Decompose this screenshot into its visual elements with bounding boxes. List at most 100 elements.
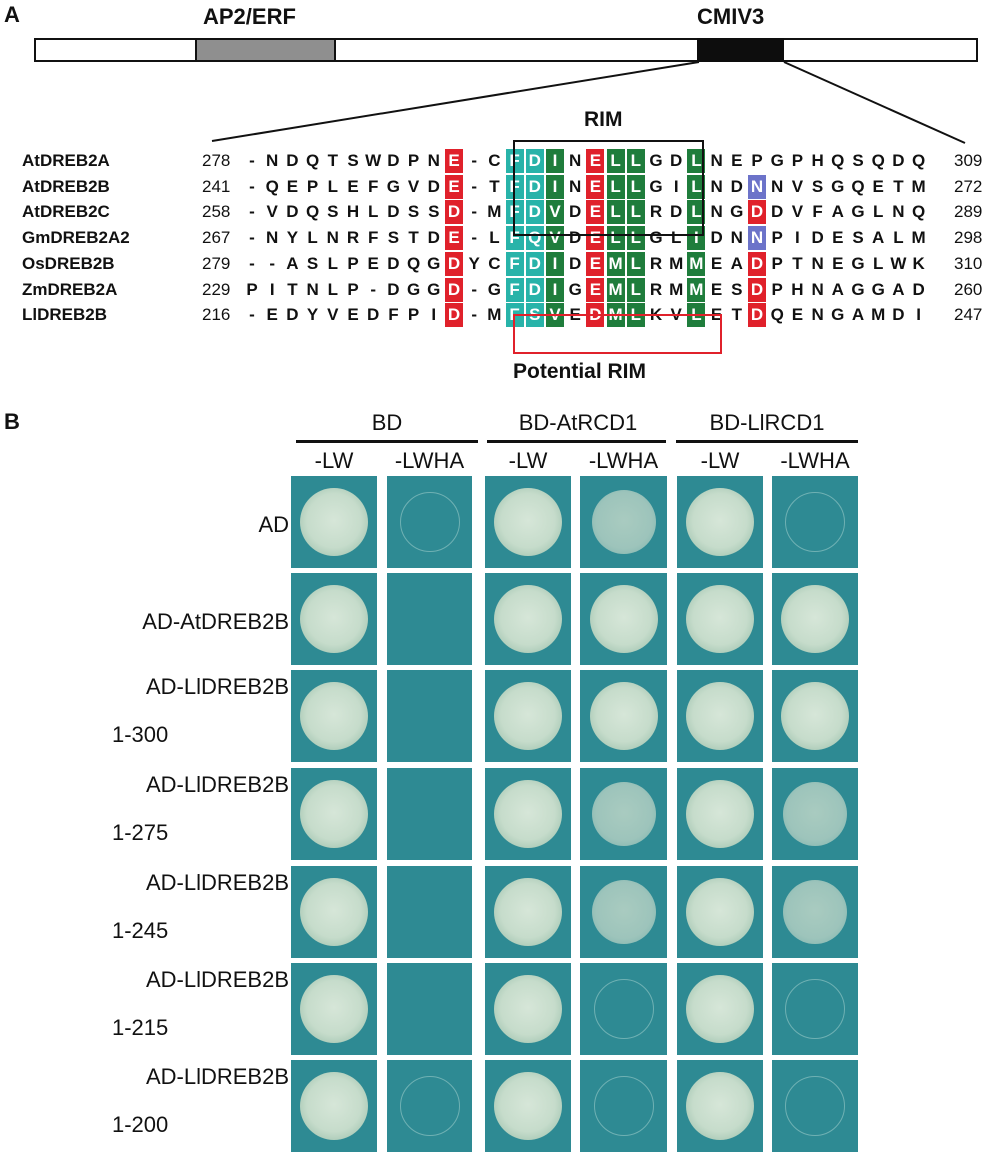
residue: L (893, 228, 904, 248)
yeast-colony (785, 1076, 845, 1136)
residue: G (406, 279, 421, 299)
residue: - (249, 151, 255, 170)
residue: D (445, 303, 463, 328)
sequence-end-position: 272 (954, 176, 983, 196)
residue: - (471, 151, 478, 170)
residue: P (407, 305, 420, 325)
residue: V (546, 226, 564, 251)
colony-plate (291, 768, 377, 860)
yeast-colony (783, 880, 847, 944)
colony-plate (580, 866, 667, 958)
residue: P (347, 253, 359, 273)
yeast-colony (494, 878, 562, 946)
zoom-line-right (783, 61, 966, 144)
residue: G (487, 279, 501, 299)
yeast-colony (399, 1076, 460, 1136)
residue: E (367, 253, 379, 273)
yeast-colony (494, 1072, 562, 1140)
yeast-colony (686, 682, 754, 750)
residue: - (249, 253, 255, 273)
residue: F (505, 226, 524, 251)
colony-plate (387, 963, 472, 1055)
colony-plate (677, 1060, 763, 1152)
residue: E (791, 305, 804, 325)
residue: N (427, 151, 440, 170)
group-line-bd (296, 440, 478, 443)
residue: S (407, 202, 420, 222)
residue: N (710, 202, 723, 222)
residue: D (748, 303, 766, 328)
potential-rim-box (513, 314, 722, 354)
residue: I (795, 228, 800, 248)
residue: D (286, 202, 299, 222)
residue: P (347, 279, 359, 299)
colony-plate (485, 670, 571, 762)
residue: - (249, 176, 255, 196)
yeast-colony (494, 780, 562, 848)
row-sublabel: 1-245 (112, 918, 169, 943)
colony-plate (677, 768, 763, 860)
residue: L (626, 251, 645, 276)
residue: I (546, 174, 564, 199)
residue: - (370, 279, 377, 299)
sequence-start-position: 278 (202, 151, 231, 170)
sequence-end-position: 247 (954, 305, 983, 325)
residue: N (710, 176, 723, 196)
colony-plate (387, 866, 472, 958)
residue: P (306, 176, 319, 196)
residue: R (346, 228, 360, 248)
colony-plate (677, 866, 763, 958)
colony-plate (580, 476, 667, 568)
residue: G (427, 253, 441, 273)
colony-plate (772, 670, 858, 762)
residue: A (730, 253, 743, 273)
residue: Q (851, 176, 865, 196)
residue: L (670, 228, 682, 248)
colony-plate (772, 963, 858, 1055)
colony-plate (291, 670, 377, 762)
residue: S (327, 202, 339, 222)
residue: E (347, 305, 359, 325)
residue: D (748, 251, 766, 276)
row-label: AD (258, 512, 289, 537)
yeast-colony (783, 782, 847, 846)
residue: P (751, 151, 763, 170)
yeast-colony (785, 492, 845, 552)
residue: T (731, 305, 742, 325)
residue: F (367, 228, 379, 248)
residue: L (626, 174, 645, 199)
residue: - (471, 202, 478, 222)
residue: E (347, 176, 359, 196)
residue: Q (265, 176, 279, 196)
residue: D (387, 253, 400, 273)
yeast-colony (494, 975, 562, 1043)
residue: G (871, 279, 885, 299)
yeast-colony (589, 682, 658, 750)
residue: V (407, 176, 420, 196)
residue: D (730, 176, 743, 196)
rim-label: RIM (584, 108, 623, 131)
yeast-colony (686, 878, 754, 946)
residue: E (445, 174, 463, 199)
residue: I (546, 251, 564, 276)
residue: N (306, 279, 319, 299)
colony-plate (387, 768, 472, 860)
residue: V (791, 202, 804, 222)
residue: S (306, 253, 319, 273)
residue: E (710, 279, 723, 299)
residue: D (569, 253, 582, 273)
residue: M (687, 251, 706, 276)
residue: S (428, 202, 440, 222)
sequence-name: AtDREB2C (22, 202, 110, 222)
residue: Q (406, 253, 421, 273)
residue: D (286, 305, 299, 325)
colony-plate (387, 1060, 472, 1152)
colony-plate (772, 476, 858, 568)
residue: L (687, 149, 706, 173)
residue: L (307, 228, 318, 248)
residue: - (471, 228, 478, 248)
residue: S (811, 176, 824, 196)
residue: E (731, 151, 743, 170)
residue: D (525, 174, 544, 199)
